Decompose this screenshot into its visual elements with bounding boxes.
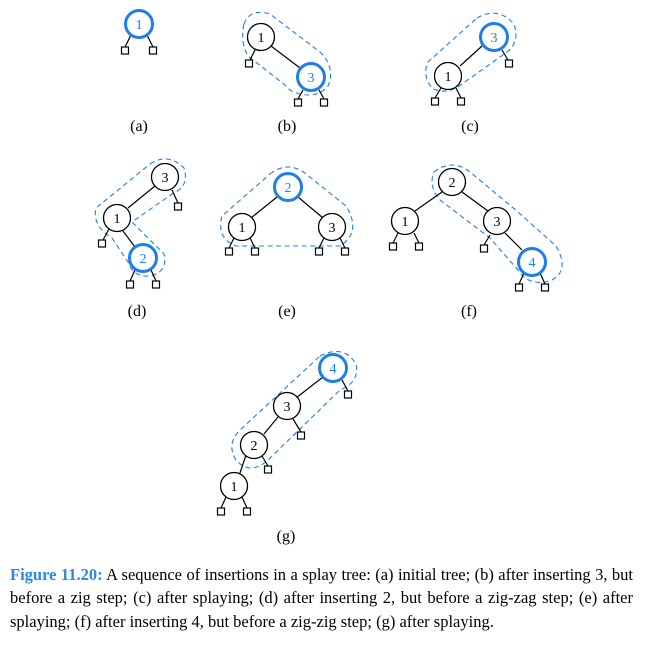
dashed-outline <box>425 12 517 92</box>
tree-node-1: 1 <box>219 471 249 501</box>
svg-text:3: 3 <box>162 171 169 186</box>
leaf-square <box>414 242 424 251</box>
tree-node-3: 3 <box>296 62 326 92</box>
leaf-square <box>97 239 107 248</box>
leaf-square <box>296 431 306 440</box>
tree-node-1: 1 <box>124 9 154 39</box>
figure-caption: Figure 11.20: A sequence of insertions i… <box>10 563 633 633</box>
leaf-square <box>125 280 135 289</box>
svg-text:3: 3 <box>494 215 501 230</box>
svg-text:1: 1 <box>258 31 265 46</box>
tree-node-1: 1 <box>246 22 276 52</box>
svg-text:3: 3 <box>491 31 498 46</box>
svg-text:4: 4 <box>529 256 536 271</box>
caption-label: Figure 11.20: <box>10 565 103 584</box>
svg-text:2: 2 <box>449 176 456 191</box>
tree-node-4: 4 <box>517 247 547 277</box>
panel-label: (g) <box>277 528 296 545</box>
svg-text:1: 1 <box>445 70 452 85</box>
leaf-square <box>250 247 260 256</box>
svg-text:1: 1 <box>114 212 121 227</box>
panel-a: 1 (a) <box>120 9 158 135</box>
panel-e: 2 1 3 (e) <box>220 166 354 320</box>
svg-text:1: 1 <box>136 18 143 33</box>
dashed-outline <box>220 166 354 247</box>
leaf-square <box>319 98 329 107</box>
svg-text:3: 3 <box>308 71 315 86</box>
leaf-square <box>479 244 489 253</box>
tree-node-1: 1 <box>227 212 257 242</box>
tree-node-2: 2 <box>273 172 303 202</box>
tree-node-2: 2 <box>239 430 269 460</box>
tree-node-1: 1 <box>390 206 420 236</box>
leaf-square <box>293 98 303 107</box>
panel-f: 2 1 3 4 (f) <box>388 164 563 320</box>
splay-tree-figure: 1 (a) 1 3 (b) 3 <box>94 9 563 545</box>
svg-text:2: 2 <box>251 439 258 454</box>
tree-node-3: 3 <box>479 22 509 52</box>
tree-node-2: 2 <box>437 167 467 197</box>
panel-label: (d) <box>128 303 147 320</box>
panel-g: 4 3 2 1 (g) <box>216 350 358 545</box>
dashed-outline <box>231 350 358 469</box>
svg-text:1: 1 <box>239 221 246 236</box>
leaf-square <box>242 507 252 516</box>
tree-node-1: 1 <box>102 203 132 233</box>
leaf-square <box>340 247 350 256</box>
svg-text:3: 3 <box>284 400 291 415</box>
leaf-square <box>148 46 158 55</box>
leaf-square <box>514 283 524 292</box>
caption-text: A sequence of insertions in a splay tree… <box>10 565 634 631</box>
dashed-outline <box>94 158 187 277</box>
leaf-square <box>120 46 130 55</box>
leaf-square <box>263 465 273 474</box>
dashed-outline <box>431 164 563 283</box>
leaf-square <box>173 202 183 211</box>
tree-node-3: 3 <box>317 212 347 242</box>
leaf-square <box>224 247 234 256</box>
panel-d: 3 1 2 (d) <box>94 158 187 320</box>
svg-text:2: 2 <box>140 252 147 267</box>
leaf-square <box>540 283 550 292</box>
panel-label: (e) <box>278 303 296 320</box>
tree-node-3: 3 <box>272 391 302 421</box>
leaf-square <box>314 247 324 256</box>
tree-node-4: 4 <box>318 353 348 383</box>
panel-c: 3 1 (c) <box>425 12 517 135</box>
leaf-square <box>343 390 353 399</box>
tree-node-3: 3 <box>482 206 512 236</box>
svg-text:1: 1 <box>231 480 238 495</box>
tree-node-1: 1 <box>433 61 463 91</box>
leaf-square <box>504 59 514 68</box>
svg-text:2: 2 <box>285 181 292 196</box>
leaf-square <box>430 97 440 106</box>
panel-label: (a) <box>130 118 148 135</box>
panel-label: (f) <box>461 303 477 320</box>
leaf-square <box>244 59 254 68</box>
panel-b: 1 3 (b) <box>242 11 332 135</box>
leaf-square <box>216 507 226 516</box>
svg-text:4: 4 <box>330 362 337 377</box>
panel-label: (c) <box>461 118 479 135</box>
panel-label: (b) <box>278 118 297 135</box>
tree-node-3: 3 <box>150 162 180 192</box>
svg-text:1: 1 <box>402 215 409 230</box>
tree-node-2: 2 <box>128 243 158 273</box>
leaf-square <box>456 97 466 106</box>
svg-text:3: 3 <box>329 221 336 236</box>
dashed-outline <box>242 11 332 96</box>
leaf-square <box>151 280 161 289</box>
leaf-square <box>388 242 398 251</box>
